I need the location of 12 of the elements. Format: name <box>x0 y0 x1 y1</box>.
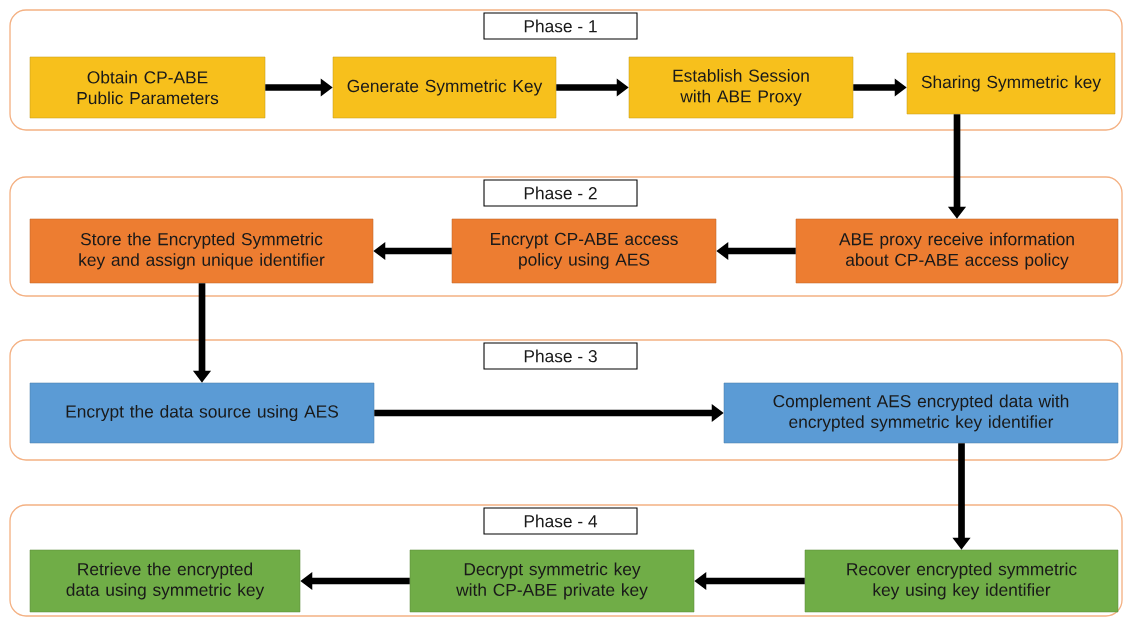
process-box: Decrypt symmetric key with CP-ABE private key <box>409 549 695 613</box>
process-box: Establish Session with ABE Proxy <box>628 56 854 119</box>
process-box: Encrypt the data source using AES <box>29 382 375 444</box>
process-box: Retrieve the encrypted data using symmetric key <box>29 549 301 613</box>
process-box: Complement AES encrypted data with encrypted symmetric key identifier <box>723 382 1119 444</box>
process-box: Recover encrypted symmetric key using key identifier <box>804 549 1119 613</box>
process-box: Store the Encrypted Symmetric key and assign unique identifier <box>29 218 374 284</box>
process-box: ABE proxy receive information about CP-ABE access policy <box>795 218 1119 284</box>
process-box: Obtain CP-ABE Public Parameters <box>29 56 266 119</box>
process-box: Generate Symmetric Key <box>332 56 557 119</box>
process-box: Encrypt CP-ABE access policy using AES <box>451 218 717 284</box>
process-box: Sharing Symmetric key <box>906 52 1116 115</box>
